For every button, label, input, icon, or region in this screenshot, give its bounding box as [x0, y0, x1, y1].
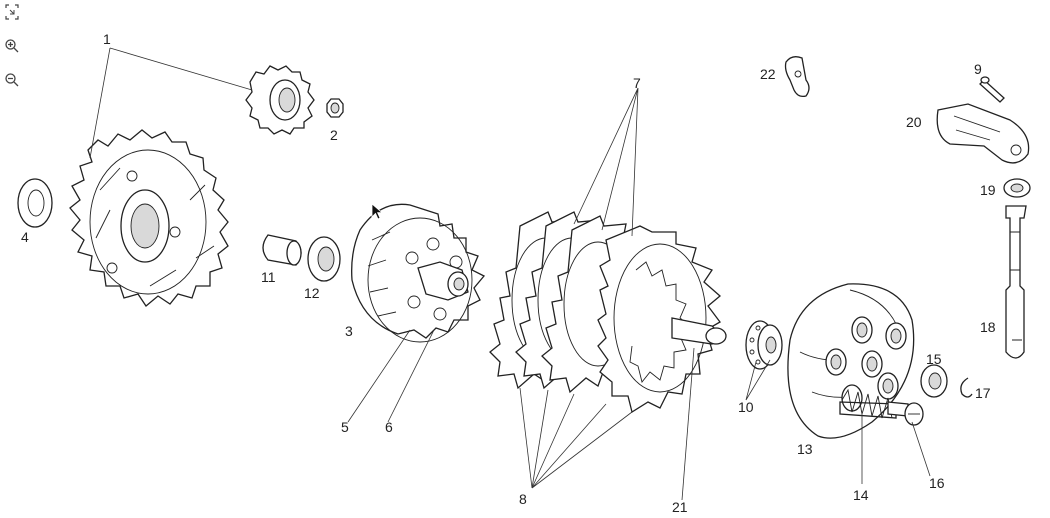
part-washer-12[interactable]: [307, 236, 341, 282]
callout-22: 22: [760, 66, 776, 82]
callout-4: 4: [21, 229, 29, 245]
mouse-pointer-icon: [371, 203, 384, 220]
callout-21: 21: [672, 499, 688, 515]
part-bolt-9[interactable]: [979, 76, 1005, 103]
callout-11: 11: [261, 269, 276, 285]
part-pressure-plate-21[interactable]: [597, 225, 727, 414]
zoom-out-button[interactable]: [3, 71, 21, 89]
zoom-in-button[interactable]: [3, 37, 21, 55]
part-clutch-basket-1[interactable]: [69, 129, 229, 307]
part-nut-2[interactable]: [326, 98, 344, 118]
part-bracket-22[interactable]: [784, 56, 810, 98]
part-release-lever-20[interactable]: [936, 103, 1030, 164]
callout-labels: 1 2 3 4 5 6 7 8 9 10 11 12 13 14 15 16 1…: [21, 31, 996, 515]
fit-window-icon: [5, 4, 19, 20]
viewer-toolbar: [0, 0, 26, 110]
part-drive-sprocket-1[interactable]: [245, 65, 315, 135]
part-clutch-hub-3[interactable]: [351, 203, 486, 343]
callout-3: 3: [345, 323, 353, 339]
callout-2: 2: [330, 127, 338, 143]
callout-14: 14: [853, 487, 869, 503]
part-circlip-17[interactable]: [960, 377, 973, 398]
part-release-shaft-18[interactable]: [1005, 205, 1027, 359]
callout-18: 18: [980, 319, 996, 335]
callout-20: 20: [906, 114, 922, 130]
callout-19: 19: [980, 182, 996, 198]
part-spring-14[interactable]: [839, 388, 897, 419]
callout-7: 7: [633, 75, 641, 91]
part-screw-16[interactable]: [887, 401, 924, 426]
part-clutch-cover-13[interactable]: [787, 283, 915, 439]
fit-window-button[interactable]: [3, 3, 21, 21]
callout-12: 12: [304, 285, 320, 301]
callout-9: 9: [974, 61, 982, 77]
callout-8: 8: [519, 491, 527, 507]
part-bearing-19[interactable]: [1003, 178, 1031, 198]
zoom-out-icon: [5, 73, 19, 87]
callout-16: 16: [929, 475, 945, 491]
callout-13: 13: [797, 441, 813, 457]
zoom-in-icon: [5, 39, 19, 53]
callout-1: 1: [103, 31, 111, 47]
callout-5: 5: [341, 419, 349, 435]
callout-15: 15: [926, 351, 942, 367]
callout-17: 17: [975, 385, 991, 401]
part-washer-15[interactable]: [920, 364, 948, 398]
leader-lines: [89, 47, 931, 501]
part-thrust-bearing-10[interactable]: [745, 320, 783, 370]
part-washer-4[interactable]: [17, 178, 53, 228]
part-spacer-11[interactable]: [262, 234, 302, 266]
callout-6: 6: [385, 419, 393, 435]
callout-10: 10: [738, 399, 754, 415]
